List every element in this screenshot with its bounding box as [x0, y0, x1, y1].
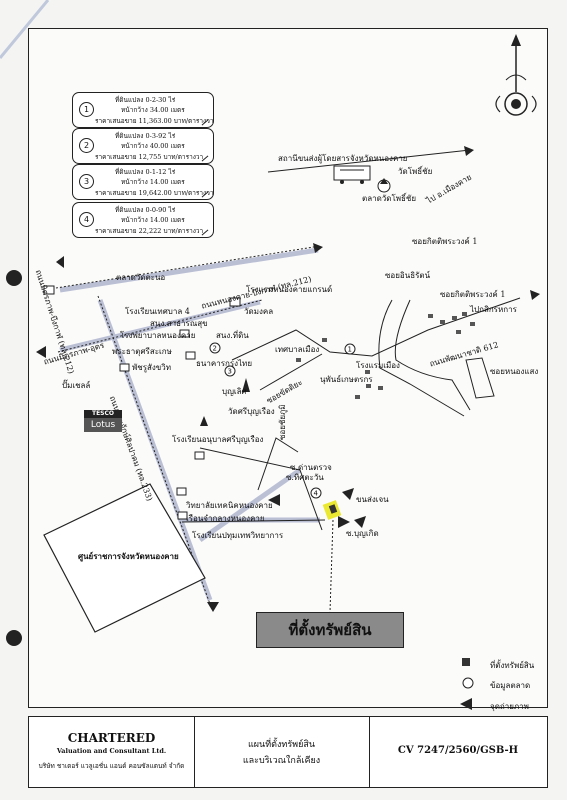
site-location-label: ที่ตั้งทรัพย์สิน — [288, 621, 372, 639]
building-marks — [296, 312, 475, 399]
label-soi-songphi: ซ.ทิศตะวัน — [286, 473, 324, 482]
label-school-anuban: สนง.สาธารณสุข — [150, 319, 208, 328]
company-thai-name: บริษัท ชาเตอร์ แวลูเอชั่น แอนด์ คอนซัลแต… — [38, 762, 185, 770]
tesco-logo-bottom: Lotus — [84, 418, 122, 432]
label-soi-inthirat: ซอยอินธิรัตน์ — [385, 271, 431, 280]
label-soi-kittiphra-1b: ซอยกิตติพระวงค์ 1 — [440, 290, 506, 299]
svg-text:4: 4 — [314, 490, 319, 498]
label-boonlert: บุญเลิศ — [222, 387, 247, 396]
lot-area: ที่ดินแปลง 0-2-30 ไร่ — [115, 96, 176, 104]
lot-price: ราคาเสนอขาย 11,363.00 บาท/ตารางวา — [95, 117, 214, 125]
lot-card-2: 2 ที่ดินแปลง 0-3-92 ไร่ หน้ากว้าง 40.00 … — [72, 128, 214, 164]
company-name: CHARTERED — [67, 731, 156, 745]
label-soi-tok: ซ.บุญเกิด — [346, 529, 379, 538]
legend-photo-point: จุดถ่ายภาพ — [490, 702, 529, 711]
reference-cell: CV 7247/2560/GSB-H — [369, 717, 547, 787]
svg-text:3: 3 — [228, 368, 232, 376]
lot-area: ที่ดินแปลง 0-1-12 ไร่ — [115, 168, 176, 176]
label-wat-mongkhon: วัดมงคล — [244, 307, 274, 316]
reference-number: CV 7247/2560/GSB-H — [397, 745, 519, 756]
label-soi-rat: ซ.ด่านตรวจ — [290, 463, 332, 472]
label-school-nong-khai: โรงเรียนเทศบาล 4 — [125, 307, 190, 316]
lot-card-3: 3 ที่ดินแปลง 0-1-12 ไร่ หน้ากว้าง 14.00 … — [72, 164, 214, 200]
lot-card-1: 1 ที่ดินแปลง 0-2-30 ไร่ หน้ากว้าง 34.00 … — [72, 92, 214, 128]
company-subtitle: Valuation and Consultant Ltd. — [56, 747, 167, 755]
lot-number: 2 — [79, 138, 94, 153]
label-wat-srisaket: พระธาตุศรีสะเกษ — [112, 347, 172, 356]
label-school-pathum: โรงเรียนปทุมเทพวิทยาการ — [192, 531, 284, 540]
lot-frontage: หน้ากว้าง 34.00 เมตร — [121, 106, 185, 114]
stupa-icons — [200, 378, 250, 426]
label-wat-supat: พัชรูสังขวิท — [132, 363, 172, 372]
roads-shading — [59, 247, 320, 601]
bus-icon — [333, 165, 371, 184]
label-utai-hotel: โรงแรมเมือง — [356, 361, 400, 370]
binder-hole-bottom — [6, 630, 22, 646]
company-cell: CHARTERED Valuation and Consultant Ltd. … — [29, 717, 195, 787]
label-municipal: เทศบาลเมือง — [275, 345, 320, 354]
label-bank-krungthai: ธนาคารกรุงไทย — [196, 359, 253, 368]
title-block: CHARTERED Valuation and Consultant Ltd. … — [28, 716, 548, 788]
label-school-bunrueang: โรงเรียนอนุบาลศรีบุญเรือง — [172, 435, 264, 444]
lot-frontage: หน้ากว้าง 14.00 เมตร — [121, 216, 185, 224]
lot-number: 1 — [79, 102, 94, 117]
lot-price: ราคาเสนอขาย 12,755 บาท/ตารางวา — [95, 153, 204, 161]
label-wat-pho-chai: วัดโพธิ์ชัย — [398, 167, 433, 176]
label-to-kasikorn: ไปกสิกรหการ — [470, 305, 517, 314]
site-location-box: ที่ตั้งทรัพย์สิน — [256, 612, 404, 648]
photo-point-icons — [268, 488, 366, 528]
label-city-hall: ศูนย์ราชการจังหวัดหนองคาย — [78, 551, 179, 561]
tesco-logo-top: TESCO — [84, 410, 122, 418]
tesco-lotus-logo: TESCO Lotus — [84, 410, 122, 432]
drawing-title-cell: แผนที่ตั้งทรัพย์สิน และบริเวณใกล้เคียง — [194, 717, 370, 787]
legend-market-data: ข้อมูลตลาด — [490, 681, 531, 690]
label-pump-shell: ปั๊มเชลล์ — [62, 381, 91, 390]
label-school-central: เรือนจำกลางหนองคาย — [186, 514, 265, 523]
market-circles — [209, 342, 356, 499]
label-hotel-nongkhai: โรงแรมหนองคายแกรนด์ — [246, 285, 333, 294]
lot-price: ราคาเสนอขาย 19,642.00 บาท/ตารางวา — [95, 189, 214, 197]
scan-streak — [0, 0, 50, 59]
legend-icons — [460, 658, 474, 710]
temple-icon — [377, 178, 391, 193]
label-soi-chaiyaphum: ซอยชัยภูมิ — [278, 404, 287, 440]
binder-hole-top — [6, 270, 22, 286]
north-arrow-icon — [495, 34, 537, 116]
label-school-kitkhan: วิทยาลัยเทคนิคหนองคาย — [186, 501, 273, 510]
lot-area: ที่ดินแปลง 0-3-92 ไร่ — [115, 132, 176, 140]
lot-number: 3 — [79, 174, 94, 189]
lot-card-4: 4 ที่ดินแปลง 0-0-90 ไร่ หน้ากว้าง 14.00 … — [72, 202, 214, 238]
house-icons — [43, 285, 241, 520]
label-hospital: โรงพยาบาลหนองคาย — [120, 331, 196, 340]
label-soi-kittiphra-1: ซอยกิตติพระวงค์ 1 — [412, 237, 478, 246]
label-soi-san: ขนส่งเจน — [356, 495, 389, 504]
lot-price: ราคาเสนอขาย 22,222 บาท/ตารางวา — [95, 227, 204, 235]
lot-number: 4 — [79, 212, 94, 227]
label-pho-chai-market: ตลาดวัดโพธิ์ชัย — [362, 194, 417, 203]
svg-text:1: 1 — [348, 346, 352, 354]
lot-frontage: หน้ากว้าง 14.00 เมตร — [121, 178, 185, 186]
lot-frontage: หน้ากว้าง 40.00 เมตร — [121, 142, 185, 150]
site-marker — [322, 500, 342, 613]
drawing-title-line1: แผนที่ตั้งทรัพย์สิน — [247, 740, 316, 750]
lot-area: ที่ดินแปลง 0-0-90 ไร่ — [115, 206, 176, 214]
drawing-title-line2: และบริเวณใกล้เคียง — [242, 756, 321, 766]
label-nukpho: นุพันธ์เกษตรกร — [320, 375, 373, 384]
svg-text:2: 2 — [213, 345, 217, 353]
city-hall-parcel — [43, 483, 206, 633]
label-office-land: สนง.ที่ดิน — [216, 331, 249, 340]
label-market-hq: ตลาดวัดตะนอ — [116, 273, 166, 282]
label-wat-phothisat: วัดศรีบุญเรือง — [228, 407, 275, 416]
label-bus-station: สถานีขนส่งผู้โดยสารจังหวัดหนองคาย — [278, 154, 408, 163]
label-soi-nongsaeng: ซอยหนองแสง — [490, 367, 539, 376]
market-circle-numbers: 1 3 2 4 — [213, 345, 352, 498]
legend-site: ที่ตั้งทรัพย์สิน — [490, 661, 535, 670]
road-arrows — [36, 146, 540, 612]
